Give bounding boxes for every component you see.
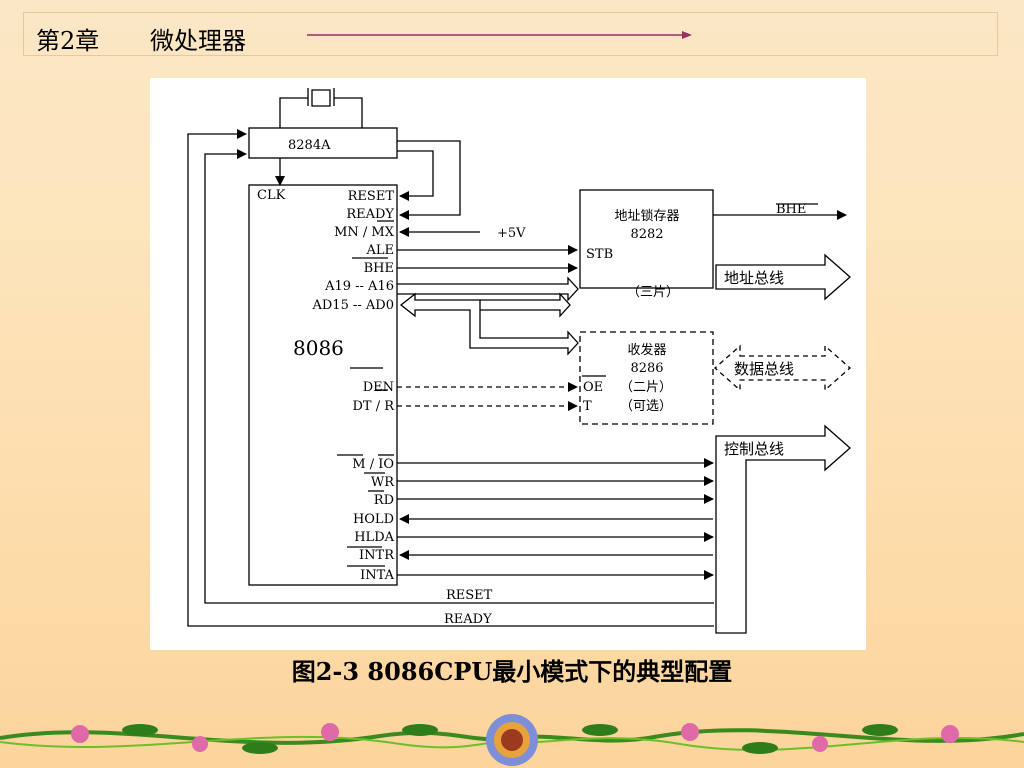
pin-dt-r: DT / R (352, 399, 395, 414)
pin-den: DEN (363, 380, 394, 395)
transceiver-oe-note: （二片） (620, 380, 672, 395)
reset-line-label: RESET (446, 588, 493, 603)
ready-line-label: READY (444, 612, 492, 627)
latch-title: 地址锁存器 (614, 208, 679, 224)
pin-clk: CLK (257, 188, 286, 203)
transceiver-oe-pin: OE (583, 380, 603, 395)
chapter-number: 第2章 (36, 27, 100, 55)
pin-m-io: M / IO (352, 457, 394, 472)
flower-icon (486, 714, 538, 766)
header-arrow-icon (307, 31, 692, 39)
transceiver-t-note: （可选） (620, 399, 672, 414)
pin-intr: INTR (359, 548, 395, 563)
header-bar: 第2章 微处理器 (23, 12, 998, 56)
pin-ale: ALE (365, 243, 394, 258)
cpu-chip-label: 8086 (293, 336, 344, 360)
control-bus-label: 控制总线 (724, 440, 784, 458)
pin-wr: WR (371, 475, 395, 490)
pin-rd: RD (374, 493, 394, 508)
cpu-config-diagram: 8284A CLK 8086 RESET READY MN / MX ALE B… (187, 88, 851, 634)
address-bus-label: 地址总线 (724, 269, 784, 287)
pin-bhe: BHE (364, 261, 394, 276)
latch-count: （三片） (627, 285, 679, 300)
diagram-frame: 8284A CLK 8086 RESET READY MN / MX ALE B… (150, 78, 866, 650)
pin-a19-a16: A19 -- A16 (324, 279, 394, 294)
bhe-out-label: BHE (776, 202, 806, 217)
data-bus-label: 数据总线 (734, 360, 794, 378)
vcc-label: +5V (497, 226, 526, 241)
latch-stb-pin: STB (586, 247, 613, 262)
figure-caption: 图2-3 8086CPU最小模式下的典型配置 (291, 657, 733, 686)
pin-hlda: HLDA (354, 530, 394, 545)
chapter-title: 微处理器 (150, 27, 246, 55)
transceiver-title: 收发器 (627, 342, 666, 358)
pin-ad15-ad0: AD15 -- AD0 (312, 298, 395, 313)
pin-mn-mx: MN / MX (334, 225, 395, 240)
floral-border (0, 714, 1024, 766)
pin-inta: INTA (360, 568, 394, 583)
pin-reset: RESET (348, 189, 395, 204)
transceiver-part: 8286 (630, 361, 663, 376)
transceiver-t-pin: T (583, 399, 592, 414)
latch-part: 8282 (630, 227, 663, 242)
pin-ready: READY (346, 207, 394, 222)
pin-hold: HOLD (353, 512, 394, 527)
clock-chip-label: 8284A (288, 138, 331, 153)
